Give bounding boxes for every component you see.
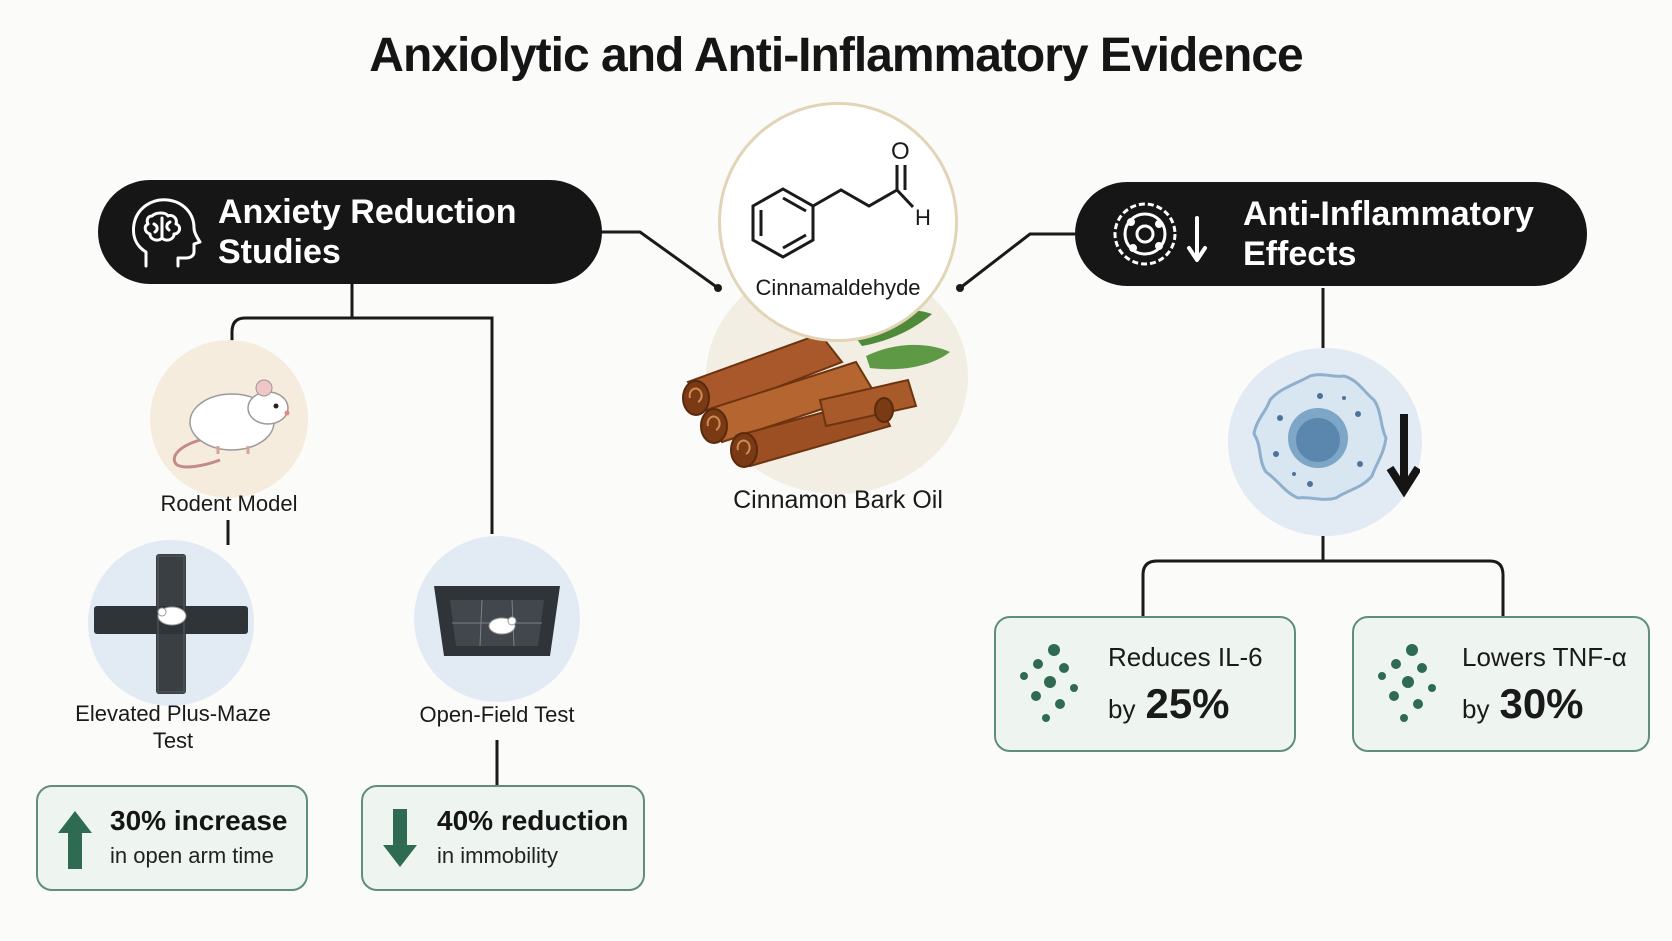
arrow-up-icon	[58, 811, 92, 869]
anti-inflammatory-header: Anti-Inflammatory Effects	[1075, 182, 1587, 286]
tnf-result: Lowers TNF-α by 30%	[1352, 616, 1650, 752]
anxiety-header-line2: Studies	[218, 233, 341, 271]
molecule-label: Cinnamaldehyde	[755, 275, 921, 300]
open-field-result: 40% reduction in immobility	[361, 785, 645, 891]
immune-cell-circle	[1228, 348, 1422, 536]
il6-result: Reduces IL-6 by 25%	[994, 616, 1296, 752]
il6-result-value: 25%	[1145, 680, 1230, 727]
open-field-label: Open-Field Test	[419, 702, 575, 727]
plus-maze-label: Elevated Plus-Maze Test	[50, 700, 296, 754]
rat-icon	[172, 379, 290, 469]
il6-result-value-line: by 25%	[1108, 680, 1230, 728]
cell-down-arrow-icon	[1109, 196, 1209, 272]
open-field-result-main: 40% reduction	[437, 805, 629, 836]
anti-inflammatory-header-line2: Effects	[1243, 235, 1357, 273]
plus-maze-result-sub: in open arm time	[110, 843, 274, 868]
tnf-result-prefix: by	[1462, 694, 1490, 724]
arrow-down-icon	[383, 809, 417, 867]
rodent-label: Rodent Model	[160, 491, 298, 516]
source-label: Cinnamon Bark Oil	[733, 486, 943, 514]
cytokine-dots-icon	[1378, 644, 1436, 722]
anxiety-studies-header: Anxiety Reduction Studies	[98, 180, 602, 284]
anxiety-header-line1: Anxiety Reduction	[218, 193, 517, 231]
plus-maze-icon	[94, 554, 248, 694]
page-title: Anxiolytic and Anti-Inflammatory Evidenc…	[369, 29, 1303, 82]
plus-maze-result: 30% increase in open arm time	[36, 785, 308, 891]
hydrogen-atom: H	[915, 205, 931, 230]
immune-cell-icon	[1252, 373, 1420, 501]
rodent-circle	[150, 340, 308, 498]
molecule-diagram: O H	[751, 138, 931, 259]
oxygen-atom: O	[891, 138, 910, 165]
il6-result-line1: Reduces IL-6	[1108, 642, 1263, 672]
tnf-result-value-line: by 30%	[1462, 680, 1584, 728]
plus-maze-label-line1: Elevated Plus-Maze	[75, 701, 271, 726]
anti-inflammatory-header-line1: Anti-Inflammatory	[1243, 195, 1534, 233]
open-field-icon	[434, 586, 560, 656]
il6-result-prefix: by	[1108, 694, 1136, 724]
plus-maze-label-line2: Test	[152, 728, 194, 753]
tnf-result-line1: Lowers TNF-α	[1462, 642, 1627, 672]
open-field-result-sub: in immobility	[437, 843, 559, 868]
plus-maze-circle	[88, 540, 254, 706]
brain-head-icon	[122, 192, 202, 272]
cinnamaldehyde-structure: O H Cinnamaldehyde	[718, 102, 958, 342]
plus-maze-result-main: 30% increase	[110, 805, 288, 836]
cytokine-dots-icon	[1020, 644, 1078, 722]
open-field-circle	[414, 536, 580, 702]
tnf-result-value: 30%	[1499, 680, 1584, 727]
